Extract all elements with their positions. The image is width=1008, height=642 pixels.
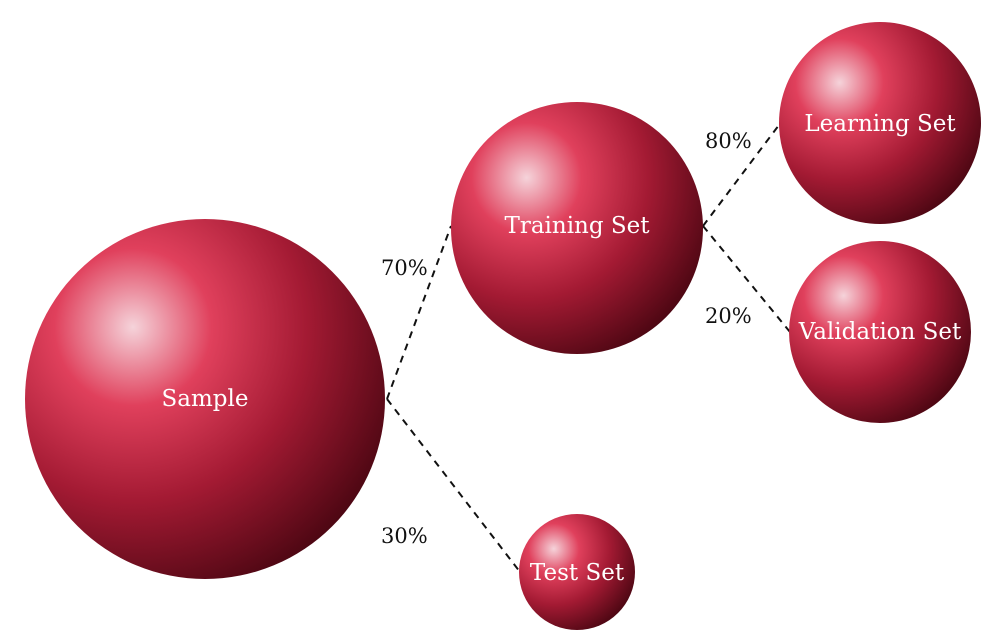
- sphere-sample: [25, 219, 385, 579]
- edge-training-validation: [702, 225, 791, 333]
- edge-label-sample-training: 70%: [381, 256, 428, 280]
- node-label-validation-set: Validation Set: [798, 319, 962, 345]
- node-test-set: Test Set: [519, 514, 635, 630]
- sphere-training-set: [451, 102, 703, 354]
- node-training-set: Training Set: [451, 102, 703, 354]
- node-label-sample: Sample: [162, 386, 249, 412]
- node-validation-set: Validation Set: [789, 241, 971, 423]
- edge-label-sample-test: 30%: [381, 524, 428, 548]
- edge-sample-training: [386, 225, 452, 400]
- edge-label-training-validation: 20%: [705, 304, 752, 328]
- node-learning-set: Learning Set: [779, 22, 981, 224]
- sphere-validation-set: [789, 241, 971, 423]
- node-label-test-set: Test Set: [530, 560, 625, 586]
- node-label-learning-set: Learning Set: [804, 111, 956, 137]
- edge-label-training-learning: 80%: [705, 129, 752, 153]
- sphere-test-set: [519, 514, 635, 630]
- edge-training-learning: [702, 124, 780, 227]
- node-label-training-set: Training Set: [504, 213, 650, 239]
- node-sample: Sample: [25, 219, 385, 579]
- sphere-learning-set: [779, 22, 981, 224]
- edge-sample-test: [386, 398, 521, 573]
